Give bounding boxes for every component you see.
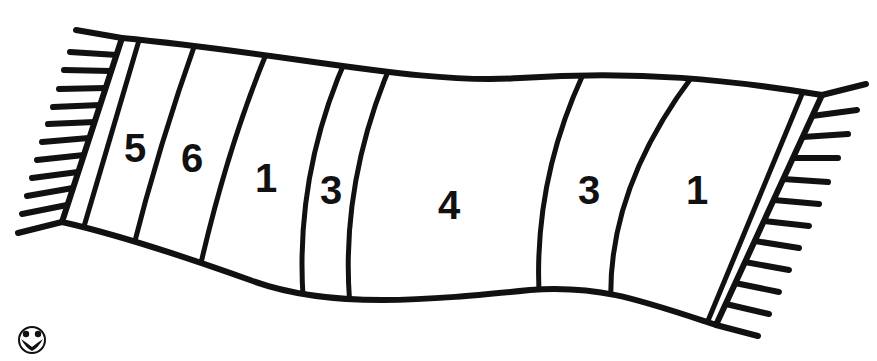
band-number-holder: 3	[320, 170, 342, 210]
callout-number: 1	[686, 168, 708, 212]
callout-number: 4	[438, 183, 460, 227]
callout-number: 6	[181, 136, 203, 180]
band-number-holder: 1	[686, 170, 708, 210]
publisher-logo	[19, 327, 45, 353]
band-number-holder: 4	[438, 185, 460, 225]
band-number-holder: 6	[181, 138, 203, 178]
scarf-body	[62, 38, 822, 325]
band-number-holder: 5	[124, 128, 146, 168]
callout-number: 3	[578, 168, 600, 212]
band-number-holder: 3	[578, 170, 600, 210]
band-dividers	[80, 20, 812, 340]
callout-number: 1	[255, 156, 277, 200]
callout-number: 5	[124, 126, 146, 170]
band-number-holder: 1	[255, 158, 277, 198]
callout-number: 3	[320, 168, 342, 212]
